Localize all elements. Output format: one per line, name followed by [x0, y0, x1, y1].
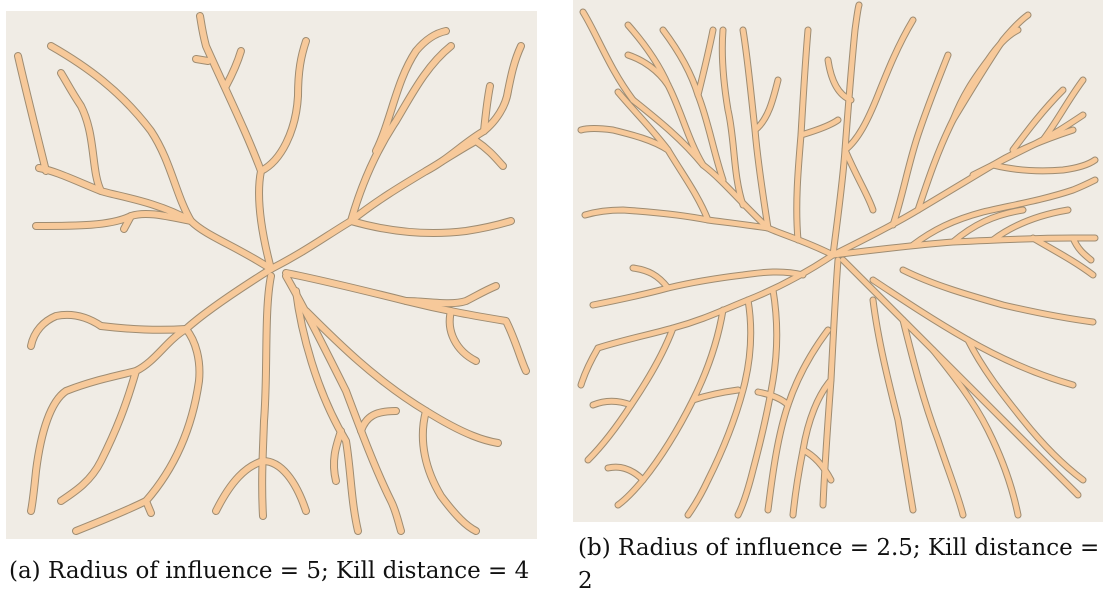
venation-b-svg [573, 0, 1103, 522]
branch-vein [965, 337, 1086, 483]
branch-vein [48, 43, 274, 272]
branch-vein [890, 52, 951, 228]
branch-vein [605, 464, 646, 483]
branch-vein [197, 13, 274, 272]
branches-b-fill [578, 2, 1098, 518]
branch-vein [900, 267, 1096, 325]
branch-vein [630, 97, 836, 258]
branch-vein [755, 389, 791, 408]
branch-vein [358, 408, 399, 434]
branch-vein [446, 308, 479, 364]
branch-vein [403, 283, 499, 307]
branch-vein [1040, 77, 1086, 143]
branch-vein [719, 27, 746, 208]
branch-vein [143, 326, 203, 504]
branch-vein [348, 218, 514, 236]
branch-vein [1010, 87, 1066, 153]
caption-panel-a: (a) Radius of influence = 5; Kill distan… [9, 558, 530, 584]
branch-vein [348, 43, 454, 224]
branch-vein [625, 52, 671, 88]
branch-vein [825, 57, 854, 103]
branch-vein [373, 28, 449, 154]
branch-vein [800, 447, 834, 483]
branch-vein [695, 27, 716, 98]
branch-vein [213, 458, 266, 514]
branch-vein [745, 252, 836, 303]
branch-vein [258, 38, 309, 174]
branch-vein [223, 48, 244, 89]
branches-b [577, 1, 1099, 519]
branch-vein [193, 56, 211, 64]
branch-vein [900, 317, 966, 518]
branch-vein [910, 177, 1098, 248]
panel-b-venation-pattern [573, 0, 1103, 522]
branch-vein [590, 398, 634, 408]
branch-vein [590, 269, 806, 308]
caption-panel-b: (b) Radius of influence = 2.5; Kill dist… [578, 535, 1100, 594]
branch-vein [685, 297, 754, 518]
branch-vein [735, 287, 780, 518]
branch-vein [58, 368, 139, 504]
branch-vein [58, 70, 194, 224]
branch-vein [330, 428, 344, 484]
branch-vein [121, 213, 134, 232]
branch-vein [752, 77, 781, 133]
branch-vein [283, 270, 529, 374]
branch-vein [930, 347, 1021, 518]
branch-vein [28, 311, 104, 349]
branch-vein [73, 498, 149, 534]
branch-vein [481, 83, 493, 134]
branches-a [14, 12, 530, 535]
branch-vein [260, 458, 309, 514]
branch-vein [303, 308, 501, 446]
branch-vein [15, 53, 49, 174]
branch-vein [582, 207, 771, 231]
branch-vein [28, 326, 189, 514]
branch-vein [830, 2, 862, 258]
branch-vein [580, 9, 636, 103]
branch-vein [690, 387, 741, 403]
branch-vein [473, 138, 506, 169]
branch-vein [615, 307, 726, 508]
branch-vein [183, 266, 274, 332]
branch-vein [870, 297, 916, 513]
branch-vein [578, 126, 671, 153]
branch-vein [1030, 235, 1096, 278]
branch-vein [840, 257, 1081, 498]
branch-vein [98, 323, 189, 333]
branch-vein [990, 157, 1098, 174]
branch-vein [798, 117, 841, 138]
panel-a-venation-pattern [6, 11, 537, 539]
branch-vein [505, 43, 524, 94]
branch-vein [1070, 235, 1094, 263]
branch-vein [950, 27, 1021, 123]
branch-vein [990, 207, 1071, 243]
branch-vein [578, 345, 601, 388]
branch-vein [259, 273, 274, 519]
branch-vein [950, 207, 1026, 245]
branch-vein [419, 408, 479, 534]
branch-vein [842, 17, 916, 153]
branch-vein [630, 265, 671, 291]
branch-vein [842, 147, 876, 213]
venation-a-svg [6, 11, 537, 539]
branch-vein [970, 112, 1086, 178]
branch-vein [915, 12, 1031, 213]
branches-a-fill [15, 13, 529, 534]
branch-vein [143, 498, 154, 516]
